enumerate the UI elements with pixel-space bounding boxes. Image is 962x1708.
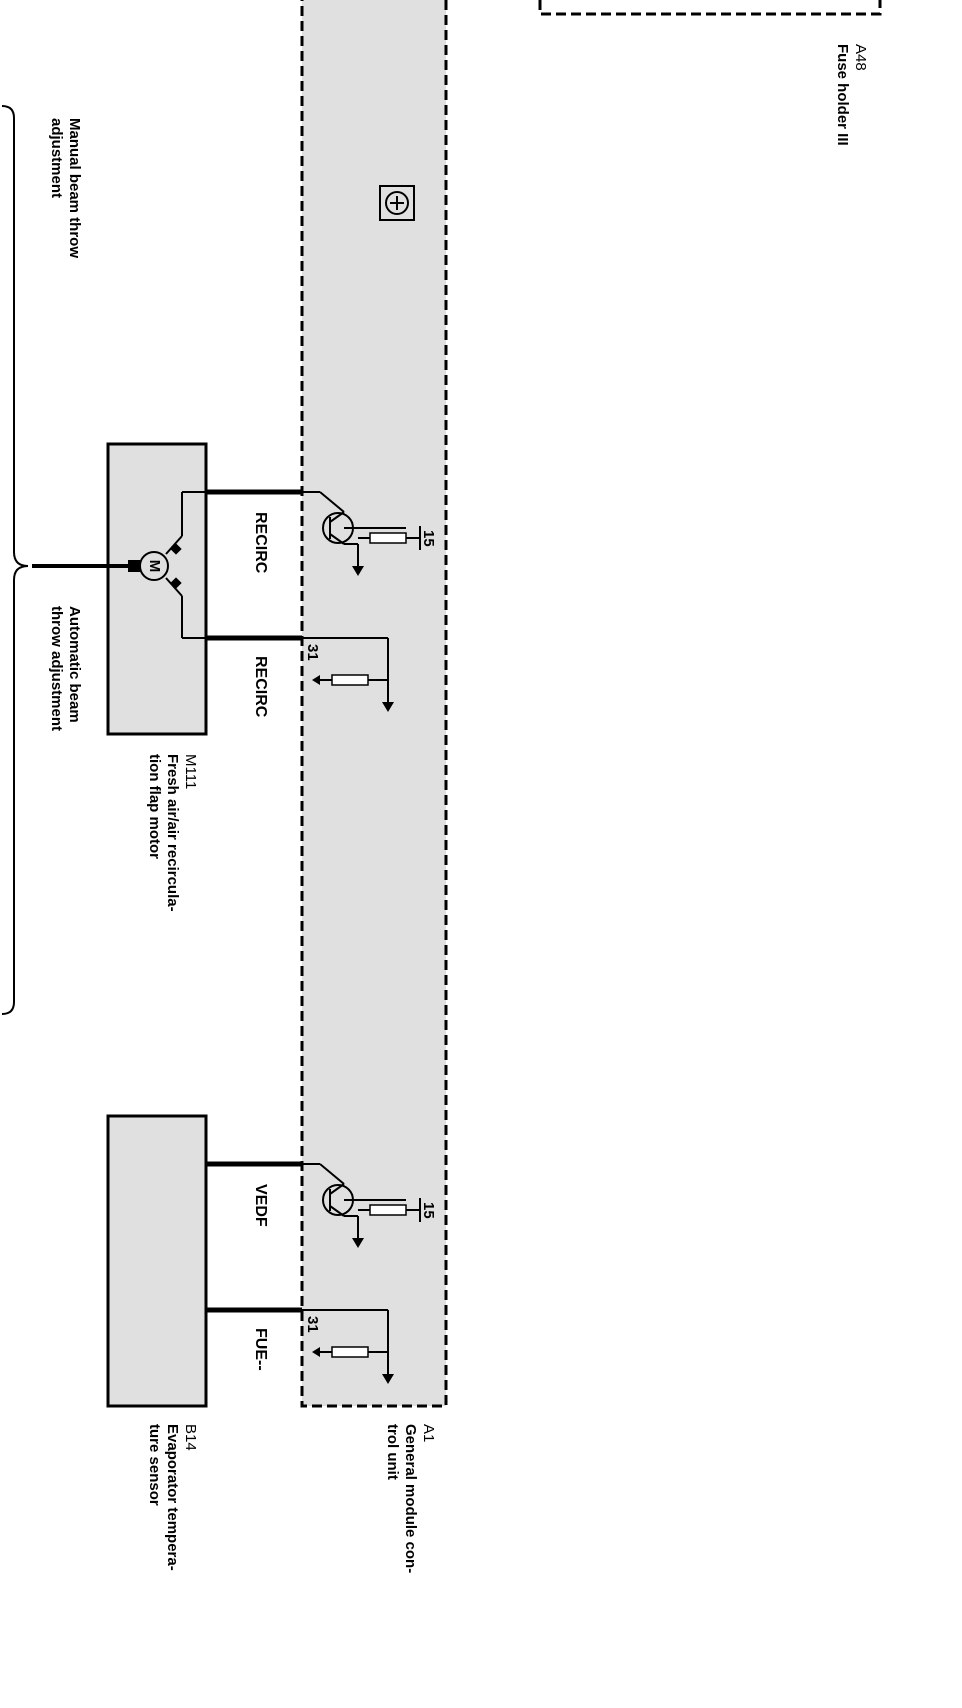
motor-name-line1: Fresh air/air recircula-: [164, 754, 181, 912]
automatic-beam-note-line2: throw adjustment: [48, 606, 65, 731]
fuse-holder-name: Fuse holder III: [834, 44, 851, 146]
resistor-icon: [369, 1204, 407, 1216]
ground-arrow-icon: [382, 702, 394, 712]
module-name-line2: trol unit: [384, 1424, 401, 1480]
motor-icon: M: [128, 551, 169, 581]
ground-pin-31-fue: 31: [304, 1316, 321, 1333]
motor-box: [106, 442, 208, 736]
motor-name-line2: tion flap motor: [146, 754, 163, 859]
general-module-box: [300, 0, 448, 1408]
ground-arrow-icon: [382, 1374, 394, 1384]
signal-vedf: VEDF: [252, 1184, 269, 1227]
brace-icon: [1, 105, 29, 1015]
signal-recirc-bottom: RECIRC: [252, 656, 269, 718]
resistor-icon: [369, 532, 407, 544]
module-code: A1: [420, 1424, 437, 1442]
automatic-beam-note-line1: Automatic beam: [66, 606, 83, 723]
sensor-box: [106, 1114, 208, 1408]
fuse-holder-code: A48: [852, 44, 869, 71]
supply-pin-15-vedf: 15: [420, 1202, 437, 1219]
fuse-holder-outline: [538, 0, 882, 16]
sensor-name-line1: Evaporator tempera-: [164, 1424, 181, 1571]
signal-fue: FUE--: [252, 1328, 269, 1371]
recirc-transistor-stage: 15: [302, 491, 437, 576]
resistor-icon: [331, 674, 369, 686]
fue-pulldown-stage: 31: [302, 1309, 394, 1384]
svg-text:M: M: [146, 560, 163, 573]
motor-code: M111: [182, 754, 199, 789]
module-name-line1: General module con-: [402, 1424, 419, 1573]
signal-recirc-top: RECIRC: [252, 512, 269, 574]
ground-pin-31-recirc: 31: [304, 644, 321, 661]
motor-internal-wiring: [165, 491, 206, 639]
ground-arrow-icon: [352, 1238, 364, 1248]
sensor-code: B14: [182, 1424, 199, 1451]
transistor-symbol-icon: [379, 185, 415, 221]
sensor-name-line2: ture sensor: [146, 1424, 163, 1506]
manual-beam-note-line2: adjustment: [48, 118, 65, 198]
ground-arrow-icon: [352, 566, 364, 576]
resistor-icon: [331, 1346, 369, 1358]
supply-pin-15-recirc: 15: [420, 530, 437, 547]
recirc-pulldown-stage: 31: [302, 637, 394, 712]
vedf-transistor-stage: 15: [302, 1163, 437, 1248]
manual-beam-note-line1: Manual beam throw: [66, 118, 83, 258]
